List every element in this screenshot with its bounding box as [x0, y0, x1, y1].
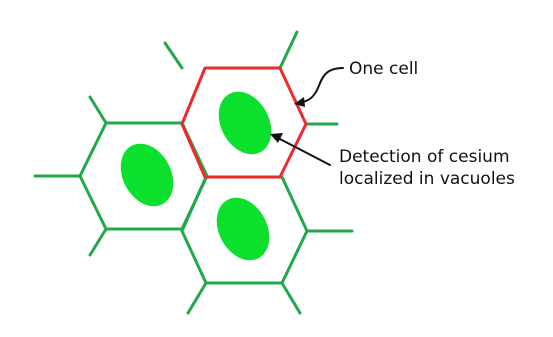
wall-stub [186, 281, 208, 315]
pointer-line [301, 67, 344, 103]
wall-stub [88, 227, 108, 257]
vacuole [216, 197, 270, 261]
cell-highlighted [180, 66, 308, 179]
pointer-line [277, 137, 331, 166]
arrowhead [294, 97, 305, 107]
cell-lower-right [180, 175, 309, 285]
vacuole [120, 143, 174, 207]
wall-stub [280, 281, 302, 315]
detection-label-line1: Detection of cesium [339, 147, 510, 167]
wall-stub [88, 95, 108, 125]
neighbor-cell-walls [33, 30, 354, 315]
detection-pointer [270, 133, 331, 166]
cell-wall [180, 175, 309, 285]
highlighted-cell-wall [180, 66, 308, 179]
vacuole [218, 91, 272, 155]
wall-stub [278, 30, 299, 70]
one-cell-label: One cell [349, 59, 418, 79]
one-cell-pointer [294, 67, 344, 107]
detection-label-line2: localized in vacuoles [339, 169, 515, 189]
wall-stub [163, 41, 184, 70]
arrowhead [270, 133, 283, 143]
